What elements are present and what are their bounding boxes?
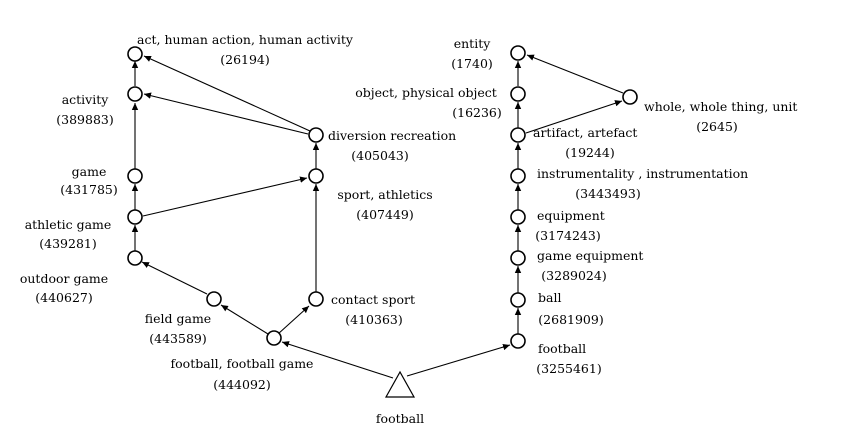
label-artifact: artifact, artefact	[533, 125, 637, 140]
node-game	[127, 168, 143, 184]
edge-diversion-to-act	[143, 55, 311, 132]
id-instrumentality: (3443493)	[575, 186, 640, 201]
id-whole: (2645)	[696, 119, 738, 134]
node-object	[510, 86, 526, 102]
id-football-ball: (3255461)	[536, 361, 601, 376]
id-ball: (2681909)	[538, 312, 603, 327]
node-football-game	[266, 330, 282, 346]
id-game: (431785)	[60, 182, 117, 197]
left-tree-edges	[131, 55, 394, 379]
edge-whole-to-entity	[526, 54, 624, 94]
label-ball: ball	[538, 290, 561, 305]
root-triangle-icon	[384, 370, 416, 398]
id-entity: (1740)	[451, 56, 493, 71]
id-activity: (389883)	[56, 112, 113, 127]
id-equipment: (3174243)	[535, 228, 600, 243]
label-game: game	[72, 164, 107, 179]
label-diversion: diversion recreation	[328, 128, 456, 143]
id-game-equipment: (3289024)	[541, 268, 606, 283]
node-sport	[308, 168, 324, 184]
node-diversion	[308, 127, 324, 143]
id-sport: (407449)	[356, 207, 413, 222]
label-instrumentality: instrumentality , instrumentation	[537, 166, 748, 181]
node-equipment	[510, 209, 526, 225]
label-field-game: field game	[145, 311, 211, 326]
edge-footballgame-to-contact	[277, 305, 310, 335]
id-football-game: (444092)	[213, 377, 270, 392]
node-game-equipment	[510, 250, 526, 266]
root-label: football	[376, 411, 424, 426]
label-contact-sport: contact sport	[331, 292, 415, 307]
edge-footballgame-to-fieldgame	[220, 304, 269, 335]
right-tree-edges	[406, 54, 624, 377]
node-contact-sport	[308, 291, 324, 307]
node-act	[127, 46, 143, 62]
id-athletic-game: (439281)	[39, 236, 96, 251]
label-football-ball: football	[538, 341, 586, 356]
label-football-game: football, football game	[171, 356, 314, 371]
label-sport: sport, athletics	[337, 187, 432, 202]
edge-root-to-football	[406, 343, 511, 377]
node-athletic-game	[127, 209, 143, 225]
id-diversion: (405043)	[351, 148, 408, 163]
id-object: (16236)	[452, 105, 502, 120]
edge-artifact-to-whole	[525, 100, 623, 134]
label-entity: entity	[454, 36, 491, 51]
node-whole	[622, 89, 638, 105]
label-activity: activity	[62, 92, 110, 107]
id-outdoor-game: (440627)	[35, 290, 92, 305]
node-entity	[510, 45, 526, 61]
label-game-equipment: game equipment	[537, 248, 643, 263]
node-field-game	[206, 291, 222, 307]
edge-root-to-footballgame	[281, 341, 394, 379]
node-instrumentality	[510, 168, 526, 184]
node-outdoor-game	[127, 250, 143, 266]
label-athletic-game: athletic game	[25, 217, 112, 232]
left-tree-labels: act, human action, human activity (26194…	[20, 32, 456, 392]
node-artifact	[510, 127, 526, 143]
node-activity	[127, 86, 143, 102]
node-football-ball	[510, 333, 526, 349]
edge-fieldgame-to-outdoor	[141, 261, 208, 295]
edge-athletic-to-sport	[142, 176, 308, 217]
id-field-game: (443589)	[149, 331, 206, 346]
label-outdoor-game: outdoor game	[20, 271, 108, 286]
id-artifact: (19244)	[565, 145, 615, 160]
node-ball	[510, 292, 526, 308]
label-act: act, human action, human activity	[137, 32, 354, 47]
right-tree-labels: entity (1740) object, physical object (1…	[355, 36, 797, 376]
edge-diversion-to-activity	[143, 92, 309, 135]
label-whole: whole, whole thing, unit	[644, 99, 797, 114]
right-tree-nodes	[510, 45, 638, 349]
label-object: object, physical object	[355, 85, 497, 100]
id-act: (26194)	[220, 52, 270, 67]
label-equipment: equipment	[537, 208, 605, 223]
left-tree-nodes	[127, 46, 324, 346]
id-contact-sport: (410363)	[345, 312, 402, 327]
